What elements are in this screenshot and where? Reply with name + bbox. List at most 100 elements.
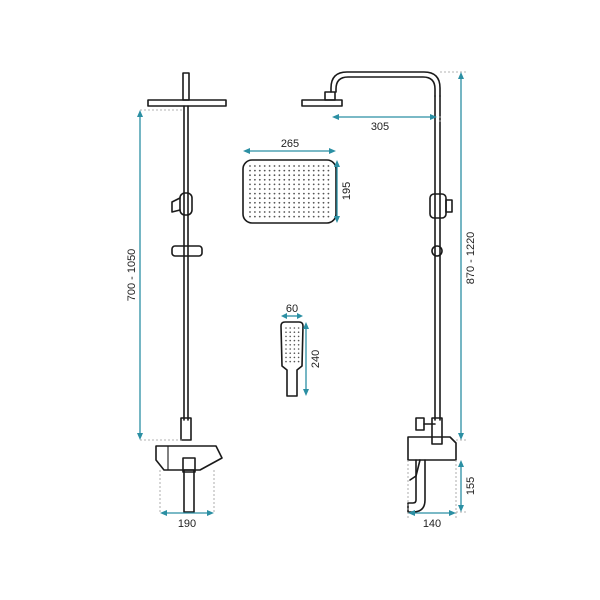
- dimension-head-width: 265: [243, 138, 336, 154]
- nozzle-dot: [283, 178, 286, 181]
- nozzle-dot: [312, 206, 315, 209]
- hand-nozzle-dot: [285, 348, 287, 350]
- hand-nozzle-dot: [293, 356, 296, 359]
- nozzle-dot: [283, 169, 286, 172]
- nozzle-dot: [263, 206, 266, 209]
- nozzle-dot: [278, 188, 281, 190]
- nozzle-dot: [283, 188, 286, 190]
- side-diverter: [429, 193, 447, 219]
- nozzle-dot: [312, 169, 315, 172]
- nozzle-dot: [293, 215, 295, 218]
- nozzle-dot: [298, 165, 300, 167]
- nozzle-dot: [283, 211, 286, 213]
- nozzle-dot: [258, 211, 261, 213]
- nozzle-dot: [327, 211, 330, 213]
- hand-nozzle-dot: [289, 348, 292, 350]
- nozzle-dot: [322, 178, 325, 181]
- nozzle-dot: [322, 206, 325, 209]
- nozzle-dot: [303, 211, 305, 213]
- nozzle-dot: [258, 206, 261, 209]
- nozzle-dot: [263, 188, 266, 190]
- nozzle-dot: [327, 183, 330, 186]
- nozzle-dot: [293, 211, 295, 213]
- nozzle-dot: [317, 201, 320, 204]
- nozzle-dot: [303, 174, 305, 177]
- nozzle-dot: [298, 215, 300, 218]
- nozzle-dot: [268, 201, 271, 204]
- nozzle-dot: [263, 183, 266, 186]
- nozzle-dot: [283, 201, 286, 204]
- nozzle-dot: [303, 201, 305, 204]
- hand-nozzle-dot: [285, 356, 287, 359]
- nozzle-dot: [307, 211, 310, 213]
- nozzle-dot: [254, 169, 256, 172]
- nozzle-dot: [322, 201, 325, 204]
- nozzle-dot: [268, 188, 271, 190]
- nozzle-dot: [288, 197, 291, 200]
- nozzle-dot: [303, 192, 305, 195]
- nozzle-dot: [254, 192, 256, 195]
- top-pipe-stub: [182, 72, 190, 101]
- nozzle-dot: [268, 178, 271, 181]
- nozzle-dot: [322, 211, 325, 213]
- nozzle-dot: [249, 206, 251, 209]
- shower-head-top-view: [242, 159, 337, 224]
- tub-spout: [183, 469, 195, 513]
- nozzle-dot: [322, 215, 325, 218]
- nozzle-dot: [298, 197, 300, 200]
- hand-nozzle-dot: [289, 331, 292, 334]
- nozzle-dot: [317, 188, 320, 190]
- nozzle-dot: [298, 174, 300, 177]
- nozzle-dot: [312, 197, 315, 200]
- nozzle-dot: [283, 165, 286, 167]
- label-arm-305: 305: [371, 121, 389, 133]
- nozzle-dot: [273, 188, 276, 190]
- nozzle-dot: [249, 215, 251, 218]
- hand-nozzle-dot: [285, 352, 287, 355]
- nozzle-dot: [258, 178, 261, 181]
- nozzle-dot: [317, 169, 320, 172]
- nozzle-dot: [258, 197, 261, 200]
- label-hand-height: 240: [310, 350, 322, 368]
- nozzle-dot: [268, 174, 271, 177]
- hand-shower-outline: [280, 321, 304, 397]
- nozzle-dot: [307, 192, 310, 195]
- nozzle-dot: [278, 165, 281, 167]
- nozzle-dot: [293, 192, 295, 195]
- nozzle-dot: [327, 174, 330, 177]
- label-width-190: 190: [178, 518, 196, 530]
- nozzle-dot: [268, 192, 271, 195]
- nozzle-dot: [312, 183, 315, 186]
- nozzle-dot: [298, 201, 300, 204]
- nozzle-dot: [254, 201, 256, 204]
- nozzle-dot: [298, 192, 300, 195]
- nozzle-dot: [298, 183, 300, 186]
- dimension-height-left: 700 - 1050: [126, 110, 143, 440]
- nozzle-dot: [254, 188, 256, 190]
- nozzle-dot: [307, 169, 310, 172]
- nozzle-dot: [317, 183, 320, 186]
- nozzle-dot: [254, 174, 256, 177]
- dimension-width-190: 190: [160, 510, 214, 530]
- nozzle-dot: [254, 178, 256, 181]
- head-connector: [324, 91, 336, 101]
- side-diverter-knob: [445, 199, 453, 213]
- hand-nozzle-dot: [289, 356, 292, 359]
- nozzle-dot: [278, 197, 281, 200]
- dimension-hand-width: 60: [281, 303, 303, 319]
- nozzle-dot: [288, 178, 291, 181]
- side-holder: [431, 245, 443, 257]
- nozzle-dot: [317, 197, 320, 200]
- label-height-left: 700 - 1050: [126, 249, 138, 302]
- nozzle-dot: [317, 192, 320, 195]
- hand-nozzle-dot: [297, 331, 300, 334]
- nozzle-dot: [288, 165, 291, 167]
- nozzle-dot: [288, 206, 291, 209]
- nozzle-dot: [268, 183, 271, 186]
- nozzle-dot: [293, 201, 295, 204]
- nozzle-grid: [249, 165, 330, 218]
- nozzle-dot: [273, 192, 276, 195]
- dimension-head-height: 195: [334, 160, 353, 223]
- label-hand-width: 60: [286, 303, 298, 315]
- hand-nozzle-dot: [293, 360, 296, 363]
